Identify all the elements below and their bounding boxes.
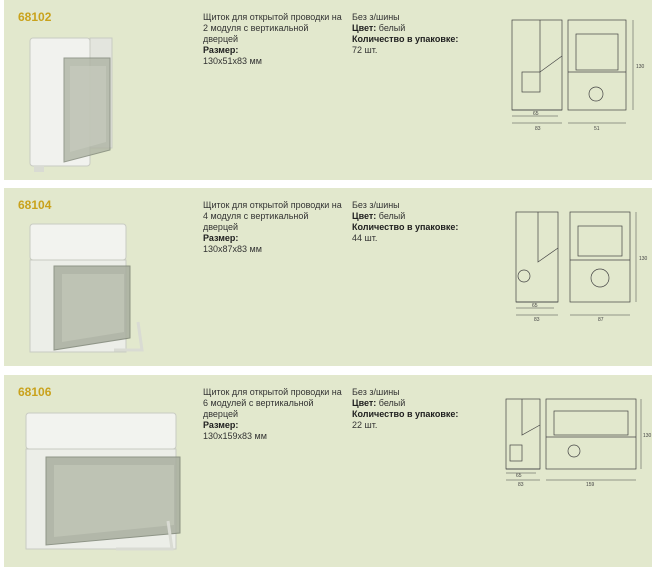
dim-depth-outer: 83: [534, 317, 540, 323]
description-text: Щиток для открытой проводки на 4 модуля …: [203, 200, 342, 232]
color-label: Цвет:: [352, 211, 377, 221]
qty-label: Количество в упаковке:: [352, 34, 459, 44]
color-label: Цвет:: [352, 398, 377, 408]
product-card-68106: 68106 Щиток для открытой проводки на 6 м…: [4, 375, 652, 567]
dim-width: 87: [598, 317, 604, 323]
dim-height: 130: [636, 64, 645, 70]
product-code: 68106: [18, 385, 52, 399]
product-specs: Без з/шины Цвет: белый Количество в упак…: [352, 200, 492, 244]
dim-height: 130: [643, 433, 652, 439]
product-code: 68102: [18, 10, 52, 24]
dim-depth-inner: 65: [532, 303, 538, 309]
size-label: Размер:: [203, 420, 239, 430]
qty-value: 44 шт.: [352, 233, 378, 243]
dim-depth-outer: 83: [535, 126, 541, 132]
size-value: 130x87x83 мм: [203, 244, 262, 254]
busbar-text: Без з/шины: [352, 387, 400, 397]
dim-depth-inner: 65: [516, 473, 522, 479]
product-photo: [29, 37, 113, 172]
product-photo: [25, 412, 181, 551]
qty-label: Количество в упаковке:: [352, 409, 459, 419]
dim-depth-outer: 83: [518, 482, 524, 488]
busbar-text: Без з/шины: [352, 12, 400, 22]
qty-label: Количество в упаковке:: [352, 222, 459, 232]
product-specs: Без з/шины Цвет: белый Количество в упак…: [352, 12, 492, 56]
product-card-68102: 68102 Щиток для открытой проводки на 2 м…: [4, 0, 652, 180]
product-photo: [29, 223, 144, 353]
qty-value: 22 шт.: [352, 420, 378, 430]
busbar-text: Без з/шины: [352, 200, 400, 210]
product-card-68104: 68104 Щиток для открытой проводки на 4 м…: [4, 188, 652, 366]
technical-drawing: 65 83 87 130: [515, 211, 648, 323]
technical-drawing: 65 83 159 130: [505, 398, 652, 488]
color-value: белый: [378, 211, 406, 221]
description-text: Щиток для открытой проводки на 6 модулей…: [203, 387, 342, 419]
product-code: 68104: [18, 198, 52, 212]
product-description: Щиток для открытой проводки на 4 модуля …: [203, 200, 343, 255]
technical-drawing: 65 83 51 130: [511, 19, 645, 132]
product-specs: Без з/шины Цвет: белый Количество в упак…: [352, 387, 492, 431]
color-value: белый: [378, 23, 406, 33]
dim-depth-inner: 65: [533, 111, 539, 117]
size-value: 130x159x83 мм: [203, 431, 267, 441]
size-value: 130x51x83 мм: [203, 56, 262, 66]
dim-width: 159: [586, 482, 595, 488]
color-label: Цвет:: [352, 23, 377, 33]
size-label: Размер:: [203, 233, 239, 243]
description-text: Щиток для открытой проводки на 2 модуля …: [203, 12, 342, 44]
dim-width: 51: [594, 126, 600, 132]
product-description: Щиток для открытой проводки на 6 модулей…: [203, 387, 343, 442]
product-description: Щиток для открытой проводки на 2 модуля …: [203, 12, 343, 67]
color-value: белый: [378, 398, 406, 408]
qty-value: 72 шт.: [352, 45, 378, 55]
size-label: Размер:: [203, 45, 239, 55]
dim-height: 130: [639, 256, 648, 262]
